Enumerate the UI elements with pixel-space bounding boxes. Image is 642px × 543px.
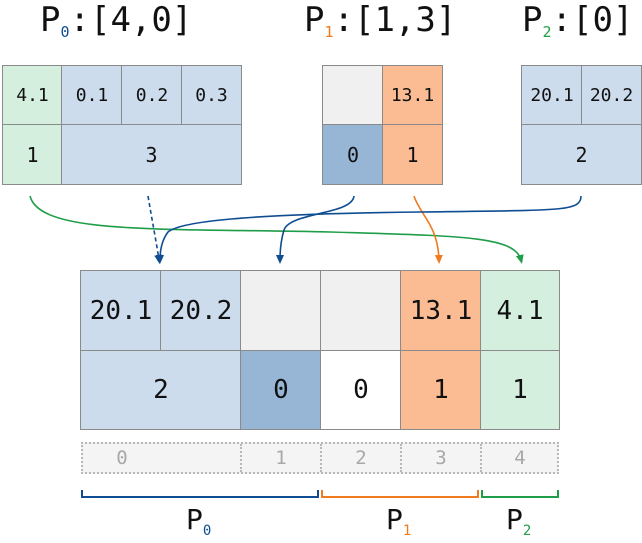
merged-value-cell: 20.2 xyxy=(160,270,242,352)
title-p2-sub: 2 xyxy=(542,23,552,41)
arrow-p0-dashed xyxy=(147,195,163,264)
p2-rank-cell: 2 xyxy=(521,124,642,185)
bracket-p1 xyxy=(321,490,479,498)
merged-value-cell: 13.1 xyxy=(400,270,482,352)
title-p0-sub: 0 xyxy=(60,23,70,41)
p0-rank-cell: 1 xyxy=(2,124,63,185)
bottom-label-p0-name: P xyxy=(186,503,203,536)
merged-rank-cell: 2 xyxy=(80,350,242,430)
bottom-label-p1-sub: 1 xyxy=(402,523,412,539)
merged-rank-cell: 1 xyxy=(480,350,560,430)
index-divider xyxy=(400,444,402,472)
merged-value-cell: 20.1 xyxy=(80,270,162,352)
arrow-p1-to-slot3 xyxy=(413,195,443,264)
p0-value-cell: 0.2 xyxy=(121,65,183,126)
arrow-p0-to-slot4 xyxy=(29,195,524,264)
title-p2-name: P xyxy=(522,0,543,40)
p1-rank-cell: 1 xyxy=(382,124,443,185)
p0-rank-cell: 3 xyxy=(61,124,242,185)
index-label: 4 xyxy=(514,447,526,469)
p0-value-cell: 4.1 xyxy=(2,65,63,126)
title-p0: P0:[4,0] xyxy=(40,0,192,52)
title-p2-list: :[0] xyxy=(551,0,634,40)
index-label: 1 xyxy=(275,447,287,469)
bottom-label-p1: P1 xyxy=(386,503,411,539)
title-p1-sub: 1 xyxy=(324,23,334,41)
p1-rank-cell: 0 xyxy=(322,124,384,185)
p1-value-cell: 13.1 xyxy=(382,65,443,126)
title-p1-name: P xyxy=(304,0,325,40)
bottom-label-p2-name: P xyxy=(506,503,523,536)
merged-rank-cell: 0 xyxy=(320,350,402,430)
merged-value-cell xyxy=(240,270,322,352)
merged-value-cell: 4.1 xyxy=(480,270,560,352)
bottom-label-p2: P2 xyxy=(506,503,531,539)
p2-value-cell: 20.1 xyxy=(521,65,583,126)
title-p0-name: P xyxy=(40,0,61,40)
merged-rank-cell: 1 xyxy=(400,350,482,430)
p2-value-cell: 20.2 xyxy=(581,65,642,126)
bracket-p0 xyxy=(81,490,319,498)
index-label: 0 xyxy=(116,447,128,469)
index-label: 2 xyxy=(355,447,367,469)
title-p0-list: :[4,0] xyxy=(69,0,193,40)
index-label: 3 xyxy=(435,447,447,469)
title-p2: P2:[0] xyxy=(522,0,633,52)
bracket-p2 xyxy=(481,490,559,498)
p1-value-cell xyxy=(322,65,384,126)
bottom-label-p0-sub: 0 xyxy=(202,523,212,539)
merged-value-cell xyxy=(320,270,402,352)
bottom-label-p2-sub: 2 xyxy=(522,523,532,539)
bottom-label-p0: P0 xyxy=(186,503,211,539)
p0-value-cell: 0.3 xyxy=(181,65,242,126)
arrow-p2-to-slot0 xyxy=(156,195,582,264)
index-divider xyxy=(240,444,242,472)
merged-rank-cell: 0 xyxy=(240,350,322,430)
bottom-label-p1-name: P xyxy=(386,503,403,536)
title-p1-list: :[1,3] xyxy=(333,0,457,40)
index-divider xyxy=(320,444,322,472)
p0-value-cell: 0.1 xyxy=(61,65,123,126)
title-p1: P1:[1,3] xyxy=(304,0,456,52)
index-divider xyxy=(480,444,482,472)
arrow-p1-to-slot1 xyxy=(276,195,355,264)
